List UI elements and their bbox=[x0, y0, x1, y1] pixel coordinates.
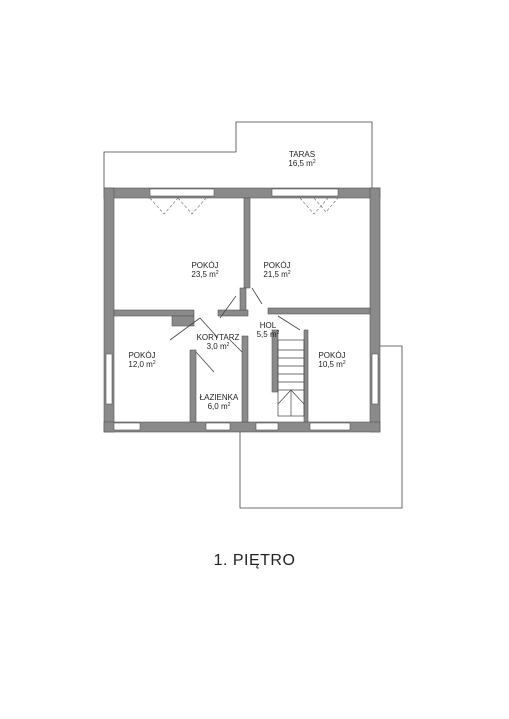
svg-text:POKÓJ: POKÓJ bbox=[128, 351, 155, 360]
room-label-pokoj-21-5: POKÓJ 21,5 m2 bbox=[263, 261, 290, 279]
room-label-pokoj-12-0: POKÓJ 12,0 m2 bbox=[128, 351, 155, 369]
svg-text:3,0 m2: 3,0 m2 bbox=[207, 342, 230, 351]
svg-text:21,5 m2: 21,5 m2 bbox=[263, 270, 290, 279]
room-label-pokoj-23-5: POKÓJ 23,5 m2 bbox=[191, 261, 218, 279]
room-label-lazienka: ŁAZIENKA 6,0 m2 bbox=[200, 393, 239, 411]
svg-text:POKÓJ: POKÓJ bbox=[318, 351, 345, 360]
window-swing-marks bbox=[149, 197, 339, 215]
balcony-outline bbox=[239, 345, 403, 509]
interior-walls bbox=[113, 197, 371, 423]
svg-text:6,0 m2: 6,0 m2 bbox=[208, 402, 231, 411]
svg-text:16,5 m2: 16,5 m2 bbox=[288, 159, 315, 168]
svg-text:HOL: HOL bbox=[260, 321, 277, 330]
svg-text:POKÓJ: POKÓJ bbox=[191, 261, 218, 270]
outer-walls bbox=[103, 187, 381, 433]
windows bbox=[105, 188, 379, 431]
svg-text:10,5 m2: 10,5 m2 bbox=[318, 360, 345, 369]
door-swings bbox=[169, 287, 301, 373]
staircase bbox=[277, 339, 305, 417]
svg-text:POKÓJ: POKÓJ bbox=[263, 261, 290, 270]
svg-text:TARAS: TARAS bbox=[289, 150, 315, 159]
room-label-korytarz: KORYTARZ 3,0 m2 bbox=[197, 333, 240, 351]
room-label-taras: TARAS 16,5 m2 bbox=[288, 150, 315, 168]
floor-title: 1. PIĘTRO bbox=[213, 552, 296, 569]
svg-text:KORYTARZ: KORYTARZ bbox=[197, 333, 240, 342]
room-label-hol: HOL 5,5 m2 bbox=[257, 321, 280, 339]
room-label-pokoj-10-5: POKÓJ 10,5 m2 bbox=[318, 351, 345, 369]
svg-text:5,5 m2: 5,5 m2 bbox=[257, 330, 280, 339]
terrace-outline bbox=[103, 121, 373, 188]
svg-text:ŁAZIENKA: ŁAZIENKA bbox=[200, 393, 239, 402]
svg-text:23,5 m2: 23,5 m2 bbox=[191, 270, 218, 279]
svg-text:12,0 m2: 12,0 m2 bbox=[128, 360, 155, 369]
